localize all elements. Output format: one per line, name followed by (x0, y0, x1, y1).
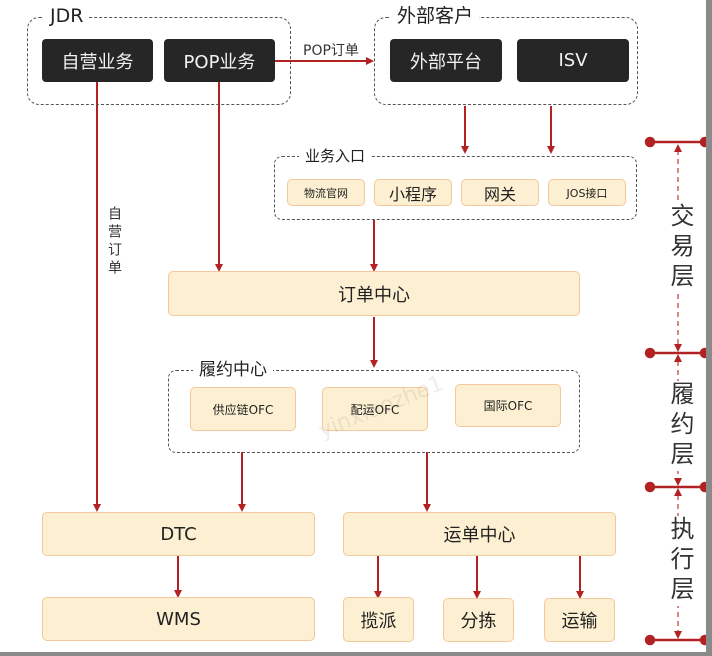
pop-order-label: POP订单 (303, 43, 359, 59)
jdr-group-title: JDR (44, 5, 90, 27)
waybill-center[interactable]: 运单中心 (343, 512, 616, 556)
business-entry-group: 业务入口 (274, 145, 637, 220)
entry-jos-api[interactable]: JOS接口 (548, 179, 626, 206)
isv[interactable]: ISV (517, 39, 629, 82)
pickup-delivery[interactable]: 揽派 (343, 597, 414, 642)
pop-business[interactable]: POP业务 (164, 39, 275, 82)
jdr-group: JDR (27, 5, 291, 105)
sorting[interactable]: 分拣 (443, 598, 514, 642)
external-group-title: 外部客户 (391, 5, 480, 27)
layer-label-fulfillment: 履约层 (663, 381, 698, 471)
wms[interactable]: WMS (42, 597, 315, 641)
layer-label-transaction: 交易层 (663, 203, 698, 293)
entry-gateway[interactable]: 网关 (461, 179, 539, 206)
external-customer-group: 外部客户 (374, 5, 638, 105)
external-platform[interactable]: 外部平台 (390, 39, 502, 82)
entry-mini-program[interactable]: 小程序 (374, 179, 452, 206)
layer-label-execution: 执行层 (663, 516, 698, 606)
fulfillment-center-group: 履约中心 (168, 359, 580, 453)
self-operated-business[interactable]: 自营业务 (42, 39, 153, 82)
transport[interactable]: 运输 (544, 598, 615, 642)
self-order-label: 自营订单 (106, 206, 122, 278)
window-edge (706, 0, 712, 656)
entry-logistics-website[interactable]: 物流官网 (287, 179, 365, 206)
fulfillment-group-title: 履约中心 (193, 359, 273, 381)
supply-chain-ofc[interactable]: 供应链OFC (190, 387, 296, 431)
order-center[interactable]: 订单中心 (168, 271, 580, 316)
window-bottom-edge (0, 652, 712, 656)
distribution-ofc[interactable]: 配运OFC (322, 387, 428, 431)
entry-group-title: 业务入口 (299, 145, 372, 167)
international-ofc[interactable]: 国际OFC (455, 384, 561, 427)
dtc[interactable]: DTC (42, 512, 315, 556)
